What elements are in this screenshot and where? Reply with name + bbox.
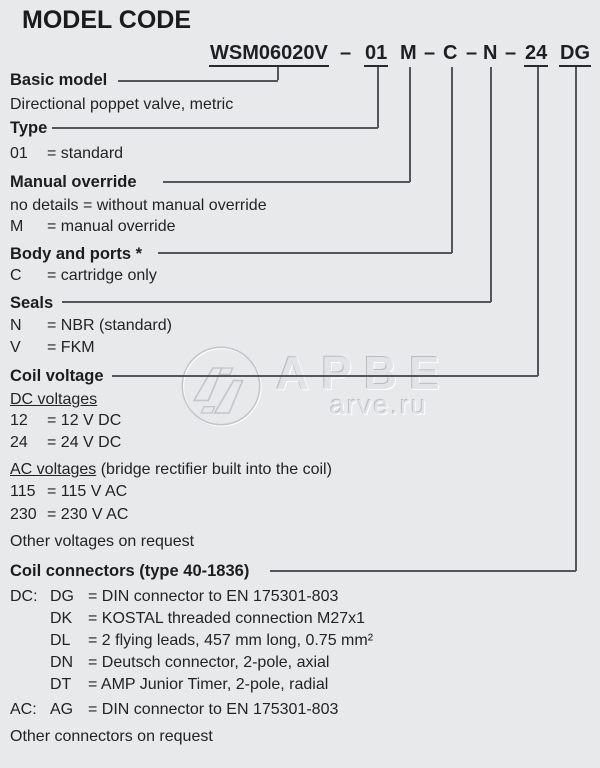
option-prefix: DC: [10,588,38,605]
option-code: DN [50,654,74,671]
option-desc: = FKM [47,339,95,356]
model-code-dash: – [340,42,352,64]
model-code-basic: WSM06020V [209,43,329,67]
option-desc: = 2 flying leads, 457 mm long, 0.75 mm² [88,632,374,649]
option-desc: = DIN connector to EN 175301-803 [88,701,339,718]
option-desc: = manual override [47,218,176,235]
connector-vline-type [377,67,379,128]
page-title: MODEL CODE [22,6,191,34]
model-code-dash: – [466,42,478,64]
ac-voltages-subhead: AC voltages (bridge rectifier built into… [10,461,332,479]
option-prefix: AC: [10,701,37,718]
option-code: AG [50,701,74,718]
option-code: DK [50,610,73,627]
section-label-seals: Seals [10,294,54,312]
subhead-underlined: AC voltages [10,461,97,478]
option-code: DG [50,588,74,605]
coil-voltage-note: Other voltages on request [10,533,195,550]
manual-override-note: no details = without manual override [10,197,267,214]
model-code-dash: – [424,42,436,64]
model-code-connector: DG [559,43,591,67]
section-label-type: Type [10,119,48,137]
option-desc: = AMP Junior Timer, 2-pole, radial [88,676,329,693]
connector-vline-manual [409,67,411,182]
option-desc: = KOSTAL threaded connection M27x1 [88,610,366,627]
option-code: M [10,218,24,235]
option-desc: = 115 V AC [47,483,128,500]
dc-voltages-subhead: DC voltages [10,391,97,409]
option-desc: = NBR (standard) [47,317,172,334]
model-code-body: C [443,42,458,64]
connector-vline-seals [490,67,492,302]
subhead-underlined: DC voltages [10,391,98,408]
connector-vline-basic [277,67,279,80]
model-code-seals: N [483,42,498,64]
option-desc: = standard [47,145,124,162]
option-desc: = 230 V AC [47,506,129,523]
option-desc: = Deutsch connector, 2-pole, axial [88,654,330,671]
watermark-brand-text: АРВЕ [276,347,452,399]
connector-hline-connectors [270,570,576,572]
connector-hline-manual [163,181,410,183]
section-label-basic-model: Basic model [10,71,108,89]
connector-hline-seals [62,301,491,303]
model-code-type: 01 [364,43,389,67]
option-code: DT [50,676,72,693]
model-code-voltage: 24 [524,43,549,67]
watermark-domain-text: arve.ru [330,390,429,420]
connector-hline-type [52,127,378,129]
model-code: WSM06020V – 01 M – C – N – 24 DG [0,43,600,67]
option-code: DL [50,632,71,649]
option-desc: = cartridge only [47,267,157,284]
option-code: V [10,339,21,356]
option-desc: = 12 V DC [47,412,122,429]
connector-hline-voltage [112,375,538,377]
option-code: 115 [10,483,36,500]
option-code: N [10,317,22,334]
option-code: 230 [10,506,37,523]
option-code: 24 [10,434,28,451]
option-code: 12 [10,412,28,429]
option-desc: = DIN connector to EN 175301-803 [88,588,339,605]
connector-vline-voltage [537,67,539,376]
connector-hline-basic [118,80,278,82]
coil-connectors-note: Other connectors on request [10,728,213,745]
connector-vline-body [451,67,453,253]
model-code-dash: – [505,42,517,64]
option-code: 01 [10,145,28,162]
section-label-manual-override: Manual override [10,173,137,191]
section-label-coil-connectors: Coil connectors (type 40-1836) [10,562,250,580]
subhead-suffix: (bridge rectifier built into the coil) [96,461,332,478]
option-code: C [10,267,22,284]
connector-vline-connectors [575,67,577,571]
connector-hline-body [158,252,452,254]
basic-model-description: Directional poppet valve, metric [10,96,234,113]
model-code-manual: M [400,42,417,64]
option-desc: = 24 V DC [47,434,122,451]
arve-circle-logo-icon [181,346,262,427]
section-label-coil-voltage: Coil voltage [10,367,104,385]
section-label-body-and-ports: Body and ports * [10,245,143,263]
